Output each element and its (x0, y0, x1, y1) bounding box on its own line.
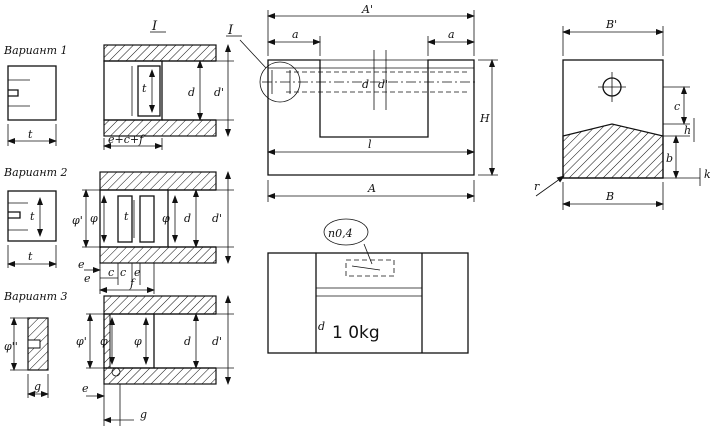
dim-t-inner-label: t (142, 82, 147, 95)
front-view: A' a a d d' l A H I (226, 3, 498, 202)
svg-text:d: d (362, 78, 369, 91)
svg-text:B: B (605, 190, 614, 203)
svg-text:c: c (120, 266, 126, 279)
dim-d-prime-label: d' (214, 86, 224, 99)
variant-2-label: Вариант 2 (3, 166, 68, 179)
dim-t-label: t (28, 128, 33, 141)
svg-text:I: I (151, 19, 158, 34)
svg-text:t: t (28, 250, 33, 263)
variant-3-label: Вариант 3 (3, 290, 68, 303)
svg-text:d: d (318, 320, 325, 333)
svg-text:b: b (666, 152, 673, 165)
variant-2-plug: t t (7, 190, 57, 268)
svg-text:g: g (140, 408, 147, 421)
variant-3-plug: φ'' g (4, 317, 49, 398)
variant-1-section: e+c+f t d d' (103, 44, 234, 150)
variant-1-label: Вариант 1 (3, 44, 68, 57)
svg-text:a: a (448, 28, 455, 41)
variant-1-dim-t: t (7, 124, 57, 146)
svg-text:t: t (124, 210, 129, 223)
svg-text:a: a (292, 28, 299, 41)
svg-text:g: g (34, 380, 41, 393)
variant-2-section: φ' φ t φ d d' e e c c e (72, 171, 234, 294)
svg-text:φ: φ (90, 212, 98, 225)
dim-d-label: d (188, 86, 195, 99)
svg-text:φ: φ (162, 212, 170, 225)
roughness-text: n0,4 (328, 227, 353, 240)
svg-text:d': d' (212, 335, 222, 348)
dim-ecf-label: e+c+f (108, 133, 145, 146)
top-view: n0,4 d 1 0kg (267, 218, 469, 354)
svg-text:d: d (184, 335, 191, 348)
svg-text:A': A' (361, 3, 373, 16)
svg-text:d': d' (378, 78, 388, 91)
variant-2-group: Вариант 2 t t φ' φ (3, 166, 234, 294)
svg-text:d': d' (212, 212, 222, 225)
svg-text:I: I (227, 23, 234, 38)
svg-text:e: e (78, 258, 85, 271)
side-view: B' B c h b k r (534, 18, 711, 210)
svg-text:e: e (84, 272, 91, 285)
svg-text:c: c (108, 266, 114, 279)
variant-1-plug (7, 65, 57, 121)
roughness-callout (323, 218, 369, 246)
variant-1-group: Вариант 1 t e+c+f t (3, 19, 234, 150)
svg-text:e: e (134, 266, 141, 279)
svg-text:B': B' (605, 18, 617, 31)
svg-text:c: c (674, 100, 680, 113)
svg-text:φ': φ' (76, 335, 87, 348)
svg-text:φ: φ (100, 335, 108, 348)
svg-text:φ'': φ'' (4, 340, 18, 353)
variant-3-group: Вариант 3 φ'' g φ' φ (3, 290, 234, 426)
detail-mark-i: I (150, 19, 166, 34)
svg-text:h: h (684, 124, 691, 137)
svg-text:d: d (184, 212, 191, 225)
variant-3-section: φ' φ φ d d' e g (76, 295, 234, 426)
svg-text:f: f (129, 277, 136, 290)
svg-text:r: r (534, 180, 540, 193)
svg-text:e: e (82, 382, 89, 395)
svg-text:t: t (30, 210, 35, 223)
weight-marking: 1 0kg (332, 323, 380, 343)
svg-text:H: H (479, 112, 490, 125)
svg-text:φ: φ (134, 335, 142, 348)
svg-text:φ': φ' (72, 214, 83, 227)
svg-text:l: l (368, 138, 372, 151)
svg-text:A: A (367, 182, 376, 195)
svg-text:k: k (704, 168, 711, 181)
